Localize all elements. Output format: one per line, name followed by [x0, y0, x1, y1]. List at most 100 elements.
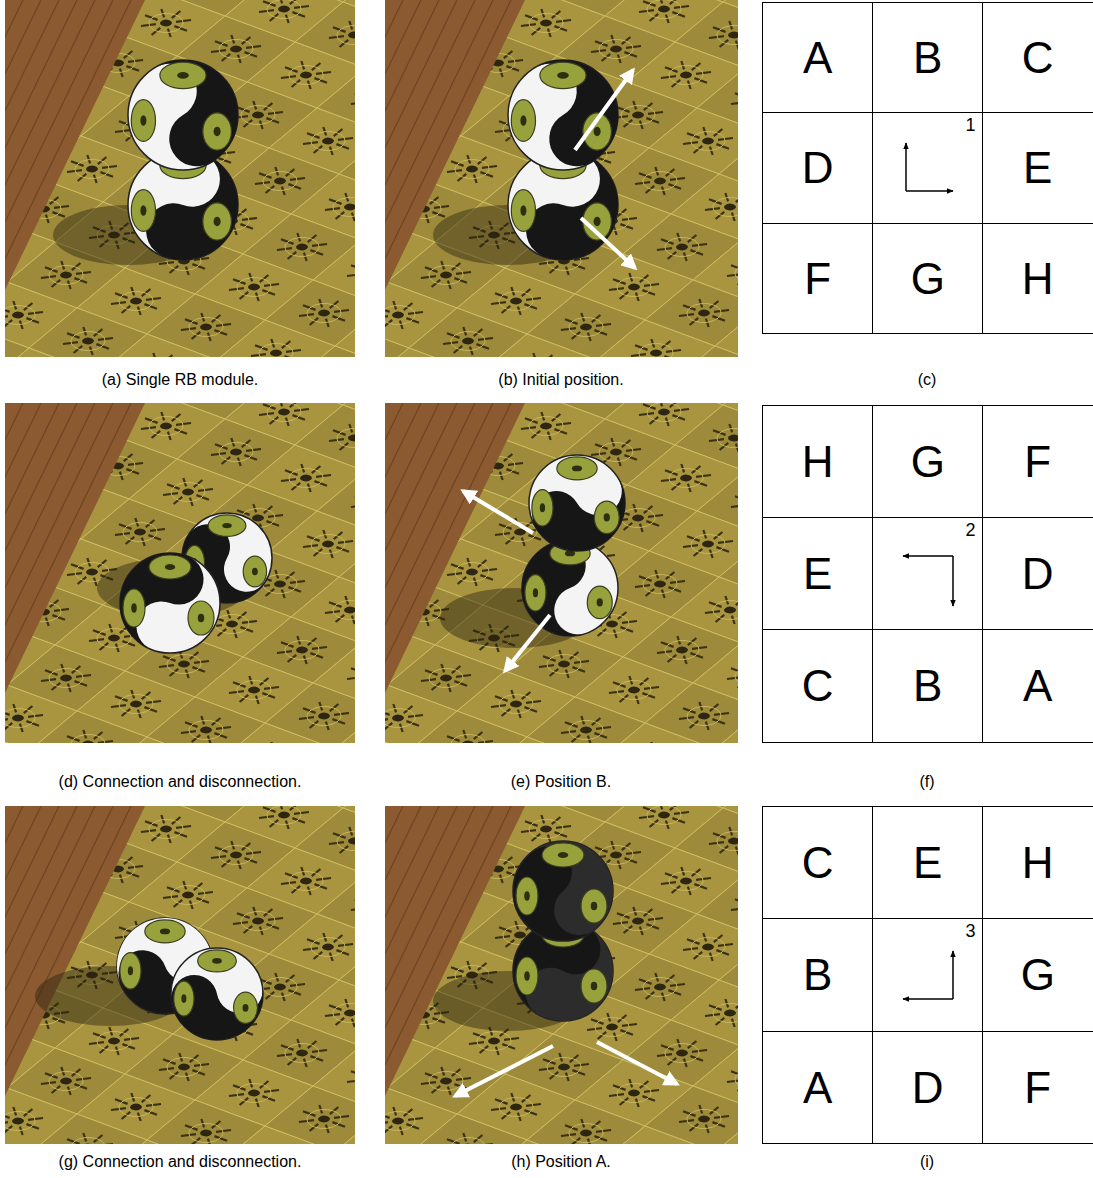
tile-ray — [709, 436, 724, 444]
tile-ring — [142, 10, 189, 36]
tile-ring — [68, 156, 115, 182]
disc-face — [149, 555, 191, 579]
tile-ray — [147, 353, 162, 357]
tile-ray — [692, 241, 707, 249]
connector-disc — [540, 62, 586, 88]
tile-ring — [732, 88, 738, 114]
robot-module — [106, 539, 220, 659]
disc-hole — [540, 503, 545, 512]
tile-ray — [556, 17, 571, 25]
tile-hole — [246, 685, 263, 694]
wood-floor — [5, 403, 145, 693]
tile-ray — [727, 674, 738, 682]
tile-ray — [312, 241, 327, 249]
tile-ray — [176, 823, 191, 831]
tile-ray — [124, 1035, 139, 1043]
tile-ray — [735, 93, 738, 98]
tile-ray — [141, 21, 156, 29]
tile-hole — [316, 711, 333, 720]
tile-hole — [556, 659, 573, 668]
tile-ray — [268, 915, 283, 923]
tile-hole — [276, 407, 293, 416]
tile-ring — [522, 413, 569, 439]
tile-ray — [264, 1087, 279, 1095]
tile-hole — [106, 633, 123, 642]
tile-ray — [303, 945, 318, 953]
motion-arrow — [581, 218, 635, 268]
tile-ray — [211, 450, 226, 458]
tile-ray — [421, 273, 436, 281]
tile-ray — [447, 167, 462, 175]
tile-ray — [146, 295, 161, 303]
tile-ray — [596, 321, 611, 329]
tile-ray — [111, 702, 126, 710]
tile-hole — [630, 110, 647, 119]
tile-ring — [540, 651, 587, 677]
tile-ring — [278, 234, 325, 260]
photo — [5, 403, 355, 743]
tile-ray — [89, 1039, 104, 1047]
photo — [385, 403, 738, 743]
tile-ray — [596, 724, 611, 732]
tile-ray — [478, 738, 493, 743]
wood-plank — [385, 0, 475, 185]
tile-ray — [727, 271, 738, 279]
tile-ray — [67, 167, 82, 175]
tile-ring — [326, 1000, 355, 1026]
tile-hole — [58, 673, 75, 682]
tile-ray — [714, 710, 729, 718]
tile-ray — [648, 109, 663, 117]
tile-ring — [252, 743, 299, 744]
tile-ring — [732, 491, 738, 517]
tile-ray — [670, 578, 685, 586]
tile-hole — [604, 619, 621, 628]
tile-ray — [159, 662, 174, 670]
disc-hole — [533, 588, 538, 597]
photo — [5, 0, 355, 357]
wood-plank — [5, 0, 77, 148]
tile-ray — [128, 460, 143, 468]
tile-ray — [264, 684, 279, 692]
tile-ray — [670, 175, 685, 183]
tile-ray — [98, 738, 113, 743]
tile-ray — [290, 175, 305, 183]
tile-hole — [84, 164, 101, 173]
tile-ring — [710, 425, 738, 451]
floor-tile — [99, 334, 217, 357]
disc-face — [557, 457, 597, 480]
tile-ring — [348, 1066, 355, 1092]
tile-ring — [5, 302, 42, 328]
tile-ring — [330, 22, 355, 48]
disc-hole — [597, 598, 603, 606]
tile-ray — [325, 205, 340, 213]
tile-ray — [89, 636, 104, 644]
tile-ray — [347, 674, 355, 682]
tile-hole — [578, 322, 595, 331]
tile-ray — [705, 608, 720, 616]
tile-hole — [294, 242, 311, 251]
tile-hole — [128, 699, 145, 708]
disc-face — [525, 575, 546, 611]
tile-ray — [181, 325, 196, 333]
tile-hole — [320, 136, 337, 145]
tile-ray — [683, 542, 698, 550]
tile-hole — [722, 202, 738, 211]
tile-ray — [622, 618, 637, 626]
disc-hole — [140, 205, 146, 215]
tile-ray — [259, 7, 274, 15]
tile-ring — [610, 677, 657, 703]
tile-hole — [132, 527, 149, 536]
tile-ray — [111, 1105, 126, 1113]
tile-ring — [444, 328, 491, 354]
tile-ray — [41, 273, 56, 281]
motion-arrow — [505, 615, 550, 671]
tile-ray — [294, 3, 309, 11]
tile-hole — [180, 487, 197, 496]
photo — [5, 806, 355, 1144]
tile-hole — [342, 202, 355, 211]
tile-ring — [64, 1134, 111, 1144]
tile-ray — [714, 307, 729, 315]
tile-hole — [342, 1008, 355, 1017]
tile-hole — [272, 176, 289, 185]
disc-face — [511, 190, 535, 232]
